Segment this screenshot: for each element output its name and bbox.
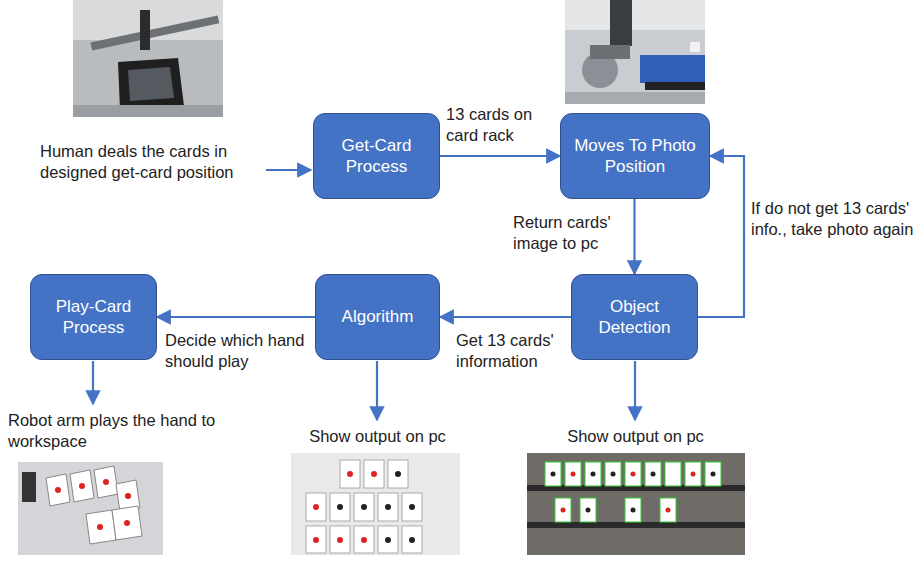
output-arrow [376, 361, 378, 420]
flow-arrow [633, 199, 635, 274]
box-text: Algorithm [342, 306, 414, 327]
process-box: Algorithm [315, 274, 440, 360]
output-note: Robot arm plays the hand to workspace [8, 410, 220, 453]
process-box: Object Detection [571, 274, 698, 360]
output-note: Show output on pc [290, 426, 465, 447]
edge-label: If do not get 13 cards' info., take phot… [751, 198, 919, 241]
edge-label: Decide which hand should play [165, 330, 310, 373]
photo-get-card [73, 0, 223, 117]
box-text: Play-Card Process [38, 296, 149, 339]
input-note: Human deals the cards in designed get-ca… [40, 141, 262, 184]
output-arrow [92, 361, 94, 404]
output-note: Show output on pc [548, 426, 723, 447]
output-arrow [634, 361, 636, 420]
edge-label: Get 13 cards' information [456, 330, 566, 373]
flow-arrow [440, 316, 571, 318]
process-box: Play-Card Process [30, 274, 157, 360]
photo-detection-output [527, 453, 745, 555]
input-arrow [266, 169, 311, 171]
photo-robot-arm [565, 0, 705, 104]
edge-label: Return cards' image to pc [513, 212, 629, 255]
box-text: Object Detection [579, 296, 690, 339]
process-box: Moves To Photo Position [560, 113, 710, 199]
edge-label: 13 cards on card rack [446, 104, 558, 147]
box-text: Get-Card Process [321, 135, 432, 178]
process-box: Get-Card Process [313, 113, 440, 199]
photo-algorithm-output [291, 453, 460, 555]
box-text: Moves To Photo Position [568, 135, 702, 178]
flow-arrow [157, 316, 315, 318]
flow-arrow [440, 155, 560, 157]
photo-played-cards [18, 462, 163, 555]
